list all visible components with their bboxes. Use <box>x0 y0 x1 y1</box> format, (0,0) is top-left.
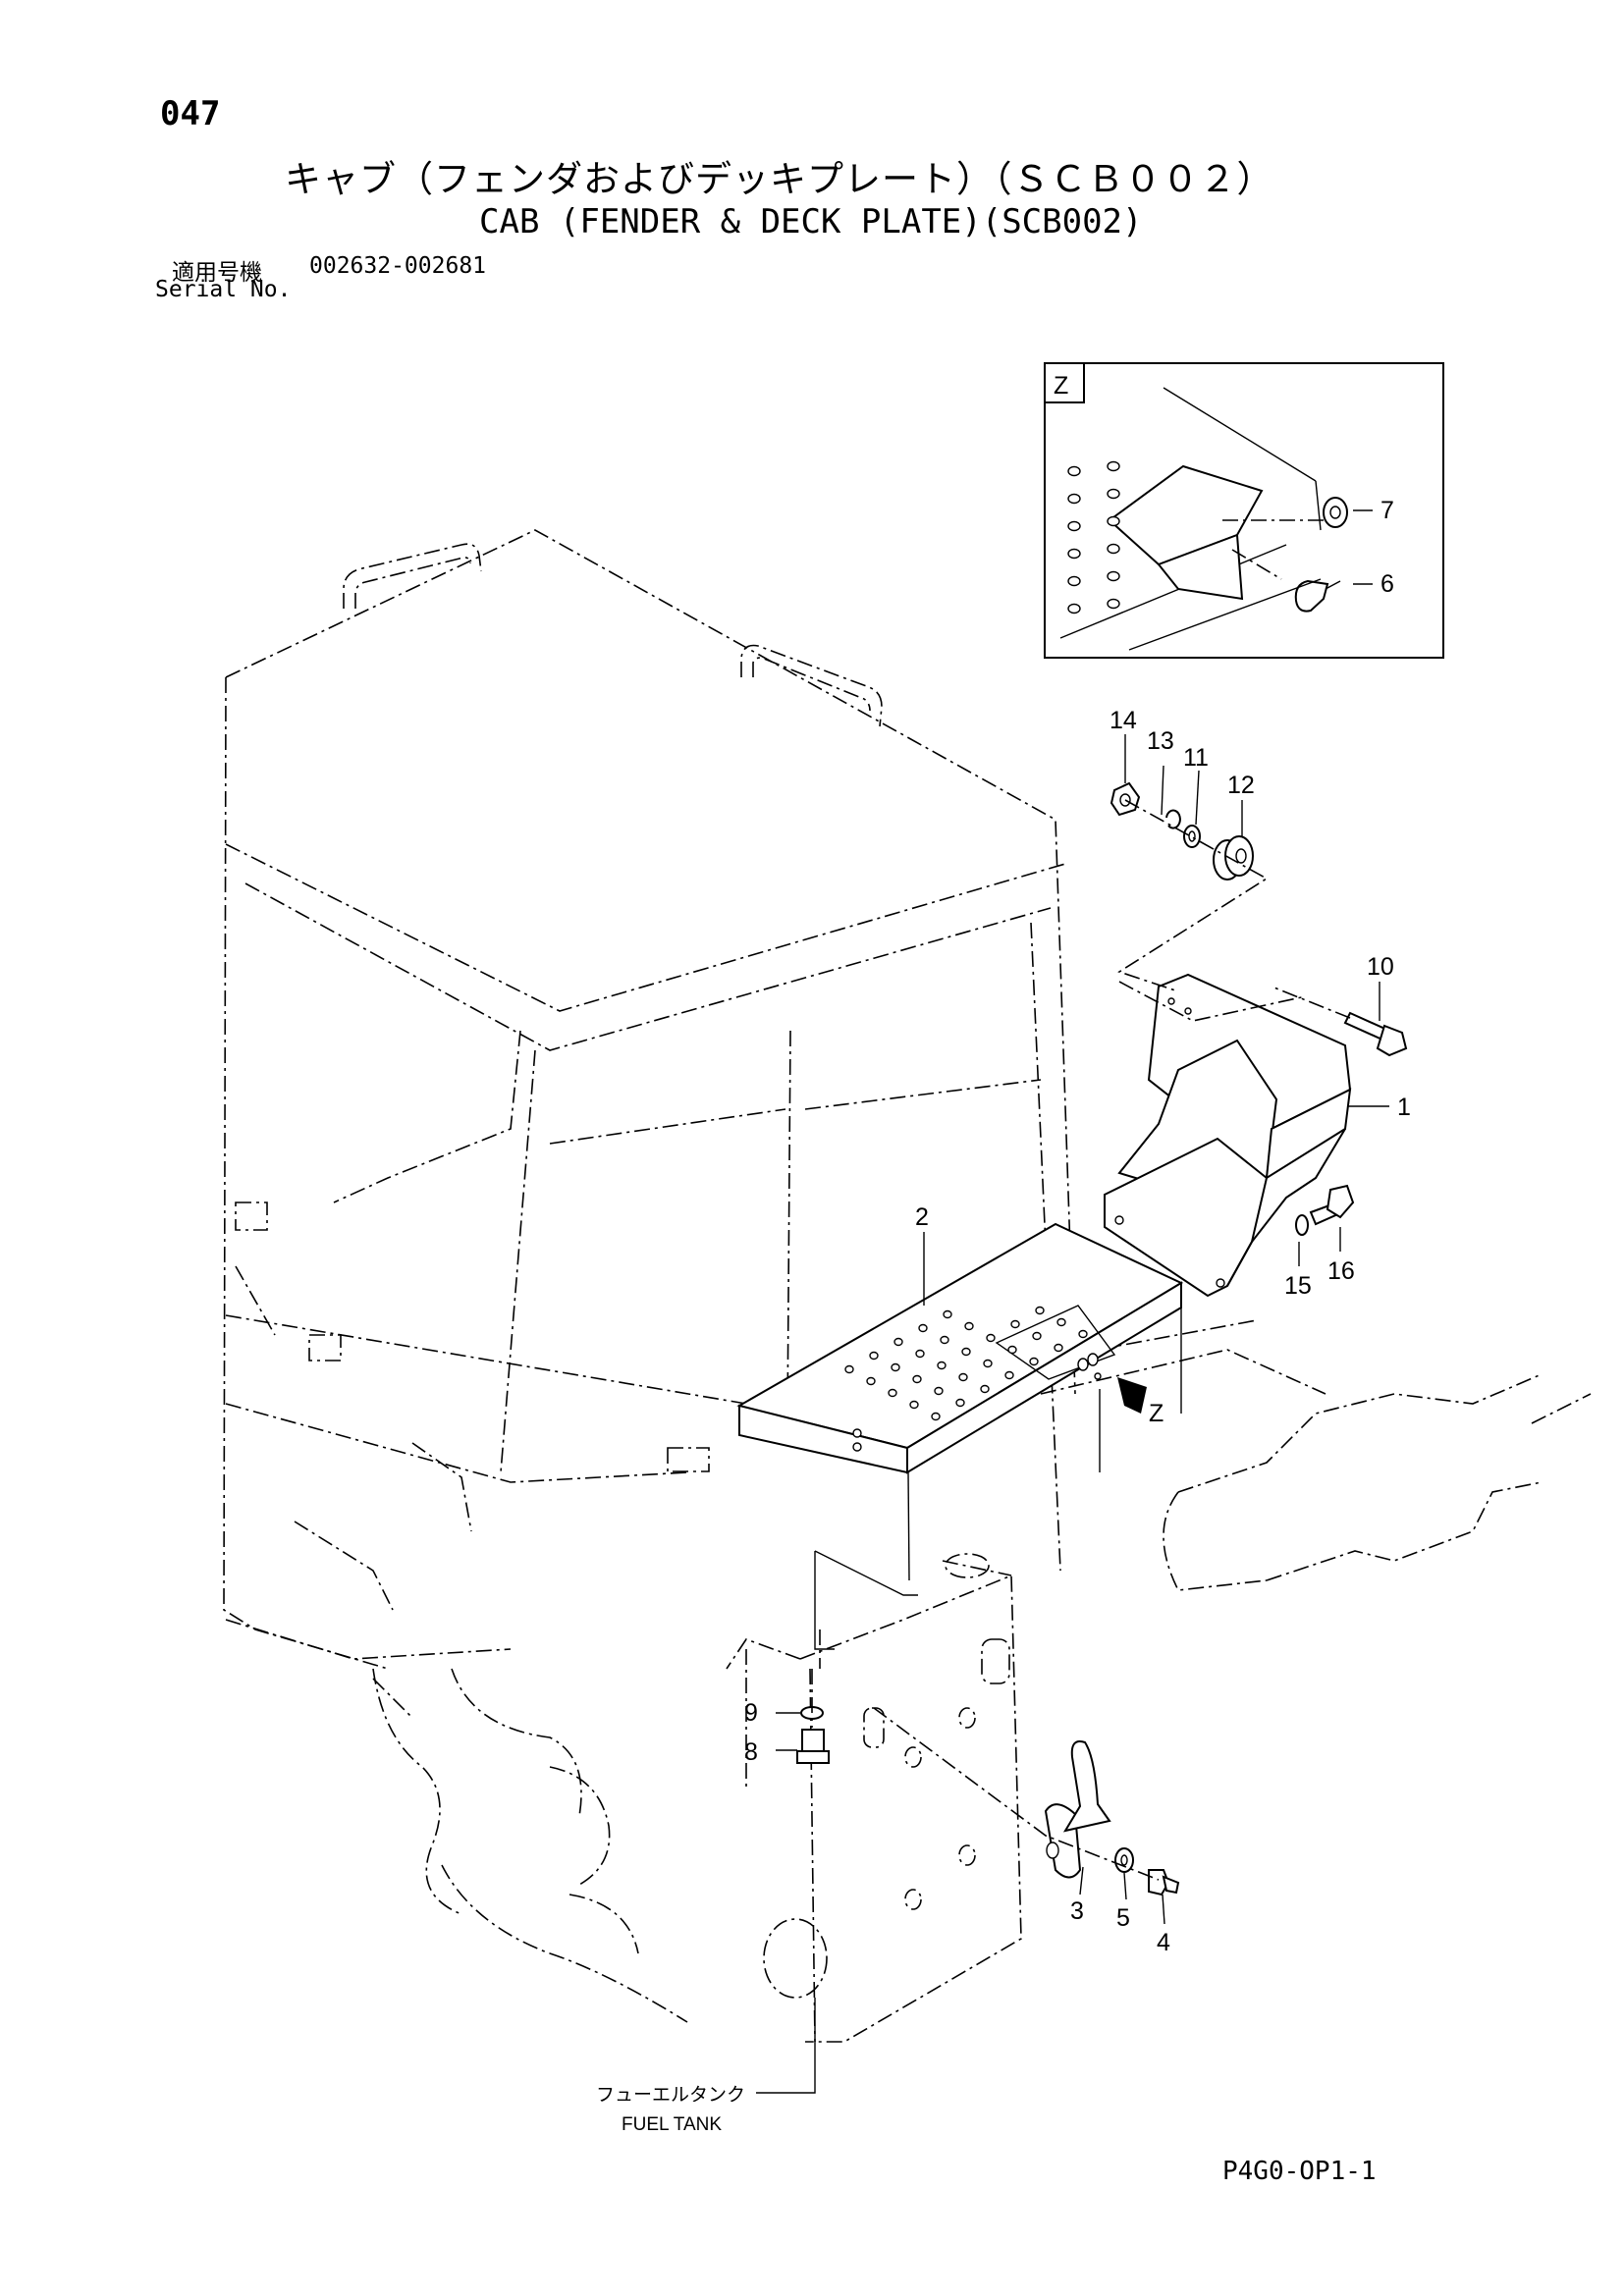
perforation-hole <box>1107 598 1120 610</box>
perforation-hole <box>1029 1357 1039 1366</box>
perforation-hole <box>1056 1317 1066 1327</box>
perforation-hole <box>955 1398 965 1408</box>
perforation-hole <box>937 1361 947 1370</box>
callout-2: 2 <box>915 1203 929 1231</box>
serial-range: 002632-002681 <box>309 253 487 279</box>
perforation-hole <box>1067 520 1081 532</box>
detail-view-z: Z <box>1044 362 1444 659</box>
perforation-hole <box>983 1359 993 1368</box>
handrail-left <box>343 543 482 609</box>
page-title-en: CAB (FENDER & DECK PLATE)(SCB002) <box>479 202 1143 241</box>
callout-12: 12 <box>1227 772 1255 799</box>
perforation-hole <box>943 1309 952 1319</box>
cushion-12 <box>1213 835 1254 881</box>
perforation-hole <box>1067 603 1081 614</box>
callout-13: 13 <box>1147 727 1174 755</box>
perforation-hole <box>1107 570 1120 582</box>
callout-8: 8 <box>744 1738 758 1766</box>
detail-view-label: Z <box>1054 372 1068 400</box>
washer-5 <box>1114 1847 1134 1873</box>
perforation-hole <box>918 1323 928 1333</box>
callout-15: 15 <box>1284 1272 1312 1300</box>
nut-14 <box>1110 781 1141 817</box>
washer-11 <box>1183 825 1201 848</box>
serial-label-jp: 適用号機 <box>172 260 262 286</box>
fuel-tank-phantom <box>726 1553 1022 2043</box>
callout-4: 4 <box>1157 1929 1170 1956</box>
bolt-8 <box>796 1729 830 1764</box>
perforation-hole <box>940 1335 949 1345</box>
perforation-hole <box>891 1362 900 1372</box>
callout-10: 10 <box>1367 953 1394 981</box>
bolt-16 <box>1309 1184 1355 1226</box>
perforation-hole <box>909 1400 919 1410</box>
perforation-hole <box>1004 1370 1014 1380</box>
perforation-hole <box>1032 1331 1042 1341</box>
callout-11: 11 <box>1183 744 1209 772</box>
fuel-tank-label-en: FUEL TANK <box>622 2114 722 2135</box>
callout-1: 1 <box>1397 1094 1411 1121</box>
perforation-hole <box>1007 1345 1017 1355</box>
callout-7: 7 <box>1380 497 1394 524</box>
perforation-hole <box>915 1349 925 1359</box>
perforation-hole <box>888 1388 897 1398</box>
fender-bracket <box>1104 973 1352 1298</box>
serial-label-en: Serial No. <box>155 277 292 302</box>
page-code: P4G0-OP1-1 <box>1222 2157 1377 2186</box>
perforation-hole <box>1107 543 1120 555</box>
washer-15 <box>1295 1214 1309 1236</box>
perforation-hole <box>893 1337 903 1347</box>
perforation-hole <box>866 1376 876 1386</box>
perforation-hole <box>912 1374 922 1384</box>
perforation-hole <box>1010 1319 1020 1329</box>
perforation-hole <box>1054 1343 1063 1353</box>
undercarriage-phantom <box>372 1668 688 2023</box>
cab-phantom-outline <box>223 529 1076 1670</box>
perforation-hole <box>980 1384 990 1394</box>
callout-9: 9 <box>744 1699 758 1727</box>
deck-plate <box>736 1222 1184 1581</box>
view-arrow-label: Z <box>1149 1400 1164 1427</box>
callout-3: 3 <box>1070 1897 1084 1925</box>
frame-phantom-outline <box>1040 1319 1592 1591</box>
bolt-10 <box>1343 1011 1408 1057</box>
perforation-hole <box>1035 1306 1045 1315</box>
handrail-right <box>740 644 883 727</box>
page-number: 047 <box>160 94 221 133</box>
perforation-hole <box>1107 460 1120 472</box>
bolt-4 <box>1148 1869 1180 1896</box>
perforation-hole <box>958 1372 968 1382</box>
page-title-jp: キャブ（フェンダおよびデッキプレート）（ＳＣＢ００２） <box>285 158 1274 200</box>
perforation-hole <box>961 1347 971 1357</box>
perforation-hole <box>1107 515 1120 527</box>
perforation-hole <box>931 1412 941 1421</box>
callout-6: 6 <box>1380 570 1394 598</box>
callout-16: 16 <box>1327 1257 1355 1285</box>
perforation-hole <box>1067 575 1081 587</box>
perforation-hole <box>1067 493 1081 505</box>
view-arrow-z: Z <box>1117 1377 1164 1427</box>
handle-3 <box>1044 1740 1111 1879</box>
fuel-tank-label-jp: フューエルタンク <box>596 2084 745 2106</box>
perforation-hole <box>1107 488 1120 500</box>
spring-washer-13 <box>1165 809 1181 829</box>
perforation-hole <box>934 1386 944 1396</box>
perforation-hole <box>1067 465 1081 477</box>
perforation-hole <box>1067 548 1081 560</box>
perforation-hole <box>986 1333 996 1343</box>
deck-bracket <box>814 1550 918 1669</box>
callout-5: 5 <box>1116 1904 1130 1932</box>
perforation-hole <box>964 1321 974 1331</box>
callout-14: 14 <box>1110 707 1137 734</box>
perforation-hole <box>844 1364 854 1374</box>
perforation-hole <box>869 1351 879 1361</box>
perforation-hole <box>1078 1329 1088 1339</box>
callout-leaders <box>756 509 1389 2094</box>
